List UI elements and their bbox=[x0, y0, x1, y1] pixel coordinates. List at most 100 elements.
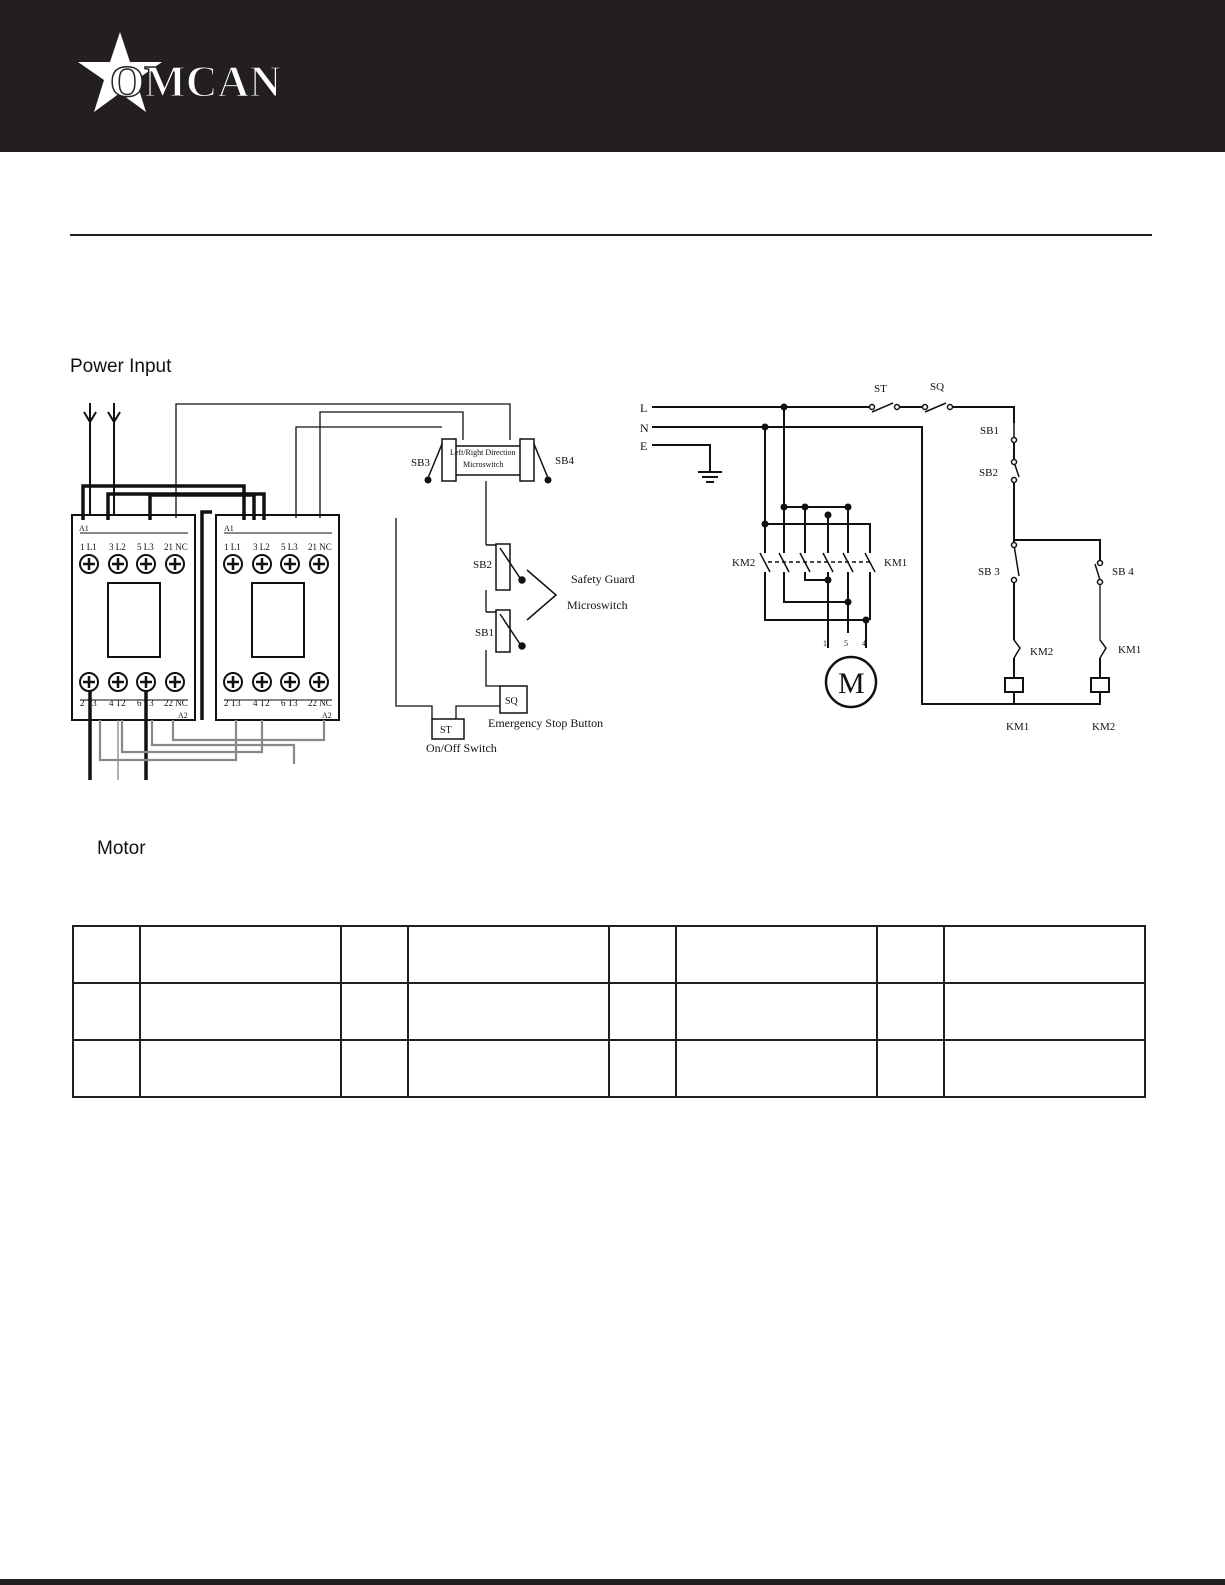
terminal-label: A1 bbox=[79, 524, 89, 533]
table-cell bbox=[407, 1039, 610, 1098]
schematic-contacts bbox=[759, 402, 1107, 659]
st-label: ST bbox=[440, 725, 452, 736]
table-row bbox=[72, 925, 1146, 984]
on-off-label: On/Off Switch bbox=[426, 741, 497, 755]
schematic-line-labels: L N E bbox=[640, 401, 649, 453]
safety-guard-label-2: Microswitch bbox=[567, 598, 628, 612]
contactor-window bbox=[107, 582, 161, 658]
terminal-label: 6 T3 bbox=[281, 698, 298, 708]
safety-guard-microswitch bbox=[486, 543, 558, 653]
sb1-label: SB1 bbox=[475, 627, 494, 639]
km1-coil-label: KM1 bbox=[1006, 721, 1029, 733]
schematic-labels: ST SQ SB1 SB2 SB 3 SB 4 KM2 KM1 KM1 KM2 … bbox=[732, 381, 1141, 733]
terminal-label: 21 NC bbox=[308, 542, 332, 552]
on-off-switch-box: ST bbox=[431, 718, 465, 740]
contactor-km1 bbox=[71, 514, 196, 721]
table-cell bbox=[340, 1039, 409, 1098]
table-cell bbox=[608, 925, 677, 984]
terminal-label: A1 bbox=[224, 524, 234, 533]
table-cell bbox=[340, 982, 409, 1041]
table-cell bbox=[943, 982, 1146, 1041]
terminal-label: 22 NC bbox=[164, 698, 188, 708]
table-row bbox=[72, 1039, 1146, 1098]
sb3-schematic-label: SB 3 bbox=[978, 566, 1000, 578]
table-cell bbox=[407, 925, 610, 984]
direction-switch-label-1: Left/Right Direction bbox=[450, 448, 516, 457]
km2-coil-label: KM2 bbox=[1092, 721, 1115, 733]
table-cell bbox=[608, 1039, 677, 1098]
terminal-labels: 1 L1 3 L2 5 L3 21 NC 2 T3 4 T2 6 T3 22 N… bbox=[79, 524, 332, 720]
terminal-label: 5 L3 bbox=[137, 542, 154, 552]
table-cell bbox=[876, 925, 945, 984]
table-cell bbox=[72, 1039, 141, 1098]
terminal-label: 1 L1 bbox=[80, 542, 97, 552]
terminal-label: A2 bbox=[322, 711, 332, 720]
direction-microswitch bbox=[424, 438, 552, 484]
wiring-diagram: 1 L1 3 L2 5 L3 21 NC 2 T3 4 T2 6 T3 22 N… bbox=[71, 381, 1141, 780]
km2-contact-label: KM2 bbox=[1030, 646, 1053, 658]
motor-terminal-4: 4 bbox=[862, 639, 866, 648]
control-wires bbox=[175, 403, 511, 719]
power-input-label: Power Input bbox=[70, 356, 172, 377]
sb4-label: SB4 bbox=[555, 455, 574, 467]
km1-contact-label: KM1 bbox=[1118, 644, 1141, 656]
table-cell bbox=[407, 982, 610, 1041]
km2-power-label: KM2 bbox=[732, 557, 755, 569]
coil-km2 bbox=[1090, 677, 1110, 693]
sb1-schematic-label: SB1 bbox=[980, 425, 999, 437]
terminal-label: 3 L2 bbox=[109, 542, 126, 552]
st-schematic-label: ST bbox=[874, 383, 887, 395]
terminal-label: 4 T2 bbox=[109, 698, 126, 708]
terminal-label: 22 NC bbox=[308, 698, 332, 708]
brand-logo-text: OMCAN bbox=[110, 57, 281, 106]
terminal-label: 4 T2 bbox=[253, 698, 270, 708]
table-cell bbox=[675, 925, 878, 984]
km1-power-label: KM1 bbox=[884, 557, 907, 569]
sq-label: SQ bbox=[505, 696, 519, 707]
star-icon bbox=[78, 32, 162, 112]
sb4-schematic-label: SB 4 bbox=[1112, 566, 1134, 578]
table-cell bbox=[139, 925, 342, 984]
motor-label: Motor bbox=[97, 838, 146, 859]
bridge-wires bbox=[98, 720, 326, 780]
table-cell bbox=[139, 982, 342, 1041]
coil-km1 bbox=[1004, 677, 1024, 693]
emergency-stop-label: Emergency Stop Button bbox=[488, 716, 603, 730]
sb3-label: SB3 bbox=[411, 457, 430, 469]
terminal-label: 1 L1 bbox=[224, 542, 241, 552]
table-cell bbox=[943, 1039, 1146, 1098]
section-divider bbox=[70, 234, 1152, 236]
table-row bbox=[72, 982, 1146, 1041]
terminal-label: 5 L3 bbox=[281, 542, 298, 552]
line-e-label: E bbox=[640, 439, 647, 453]
schematic-junctions bbox=[761, 403, 870, 624]
motor-m-label: M bbox=[838, 667, 865, 700]
motor-symbol: M bbox=[824, 655, 878, 709]
power-wires bbox=[81, 484, 266, 780]
sb2-schematic-label: SB2 bbox=[979, 467, 998, 479]
terminal-label: 3 L2 bbox=[253, 542, 270, 552]
power-input-leads bbox=[83, 403, 121, 520]
contactor-window bbox=[251, 582, 305, 658]
terminal-label: A2 bbox=[178, 711, 188, 720]
table-cell bbox=[675, 982, 878, 1041]
safety-guard-label-1: Safety Guard bbox=[571, 572, 635, 586]
spec-table bbox=[72, 925, 1146, 1098]
schematic-wires bbox=[652, 406, 1101, 705]
terminal-label: 21 NC bbox=[164, 542, 188, 552]
emergency-stop-box: SQ bbox=[499, 685, 528, 714]
omcan-logo: OMCAN bbox=[78, 32, 282, 112]
table-cell bbox=[876, 982, 945, 1041]
page-header: OMCAN bbox=[0, 0, 1225, 152]
terminal-label: 2 T3 bbox=[224, 698, 241, 708]
direction-switch-label-2: Microswitch bbox=[463, 460, 503, 469]
page-footer-bar bbox=[0, 1579, 1225, 1585]
sb2-label: SB2 bbox=[473, 559, 492, 571]
table-cell bbox=[943, 925, 1146, 984]
table-cell bbox=[608, 982, 677, 1041]
table-cell bbox=[876, 1039, 945, 1098]
table-cell bbox=[340, 925, 409, 984]
motor-terminal-5: 5 bbox=[844, 639, 848, 648]
table-cell bbox=[675, 1039, 878, 1098]
line-l-label: L bbox=[640, 401, 647, 415]
